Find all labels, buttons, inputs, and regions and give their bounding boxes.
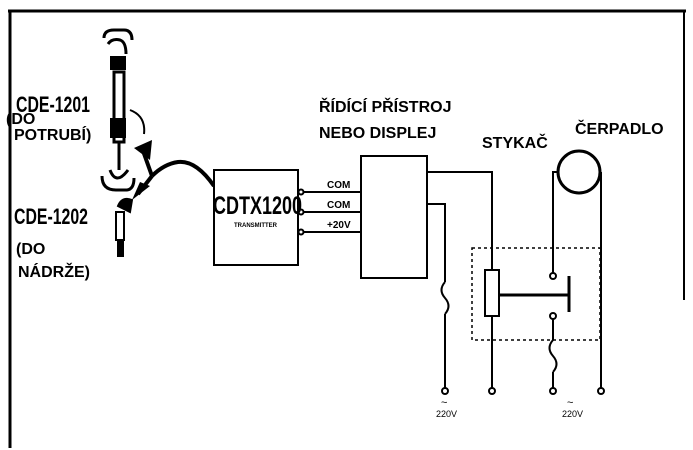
pump-circuit-wires: [548, 171, 605, 395]
arrow-head-up: [134, 140, 152, 160]
signal-wires: [297, 188, 361, 236]
contactor-label: STYKAČ: [482, 135, 548, 152]
pump-label: ČERPADLO: [575, 121, 664, 138]
contactor-icon: [484, 269, 571, 395]
power-left-ac-symbol: ~: [441, 397, 448, 409]
controller-box: [360, 155, 428, 279]
arrow-head-down: [132, 182, 150, 200]
controller-label-2: NEBO DISPLEJ: [319, 125, 437, 142]
tank-sensor-icon: [115, 197, 134, 257]
transmitter-model: CDTX1200: [213, 192, 303, 220]
tank-sensor-note-1: (DO: [16, 241, 46, 258]
transmitter-box: [213, 169, 299, 266]
pump-icon: [556, 149, 602, 195]
controller-label-1: ŘÍDÍCÍ PŘÍSTROJ: [319, 99, 452, 116]
tank-sensor-model: CDE-1202: [14, 204, 88, 229]
controller-output-wires: [427, 171, 493, 395]
power-left-label: 220V: [436, 409, 458, 419]
tank-sensor-note-2: NÁDRŽE): [18, 264, 90, 281]
pipe-sensor-icon: [100, 28, 146, 192]
transmitter-subtitle: TRANSMITTER: [234, 223, 277, 229]
terminal-com-2: COM: [327, 200, 351, 211]
pipe-sensor-note-2: POTRUBÍ): [14, 127, 92, 144]
terminal-20v: +20V: [327, 220, 351, 231]
power-right-label: 220V: [562, 409, 584, 419]
pipe-sensor-model: CDE-1201: [16, 92, 90, 117]
terminal-com-1: COM: [327, 180, 351, 191]
pipe-sensor-note-1: (DO: [6, 111, 36, 128]
power-right-ac-symbol: ~: [567, 397, 574, 409]
